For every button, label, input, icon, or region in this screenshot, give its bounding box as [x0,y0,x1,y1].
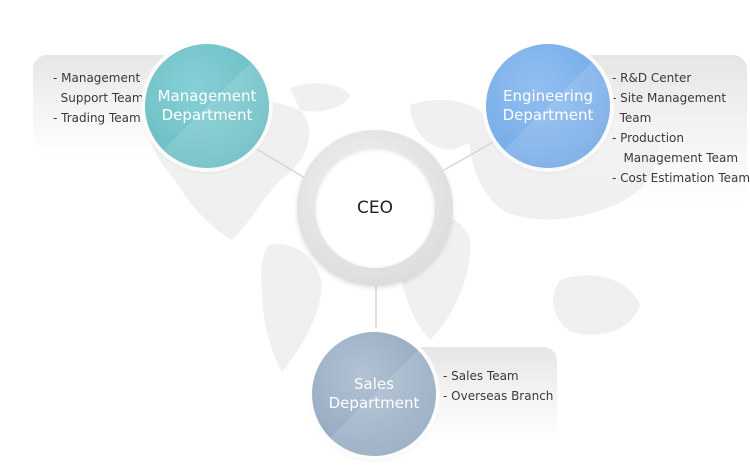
list-item: - Trading Team [53,111,141,125]
list-item: Management Team [612,151,739,165]
engineering-label-line2: Department [502,106,594,124]
list-item: - R&D Center [612,71,692,85]
management-label-line2: Department [161,106,253,124]
map-south-america [261,244,322,372]
list-item: - Production [612,131,684,145]
list-item: Team [612,111,652,125]
management-team-list: - Management Support Team - Trading Team [53,68,144,128]
engineering-department-node: Engineering Department [486,44,610,168]
engineering-label-line1: Engineering [503,87,593,105]
management-department-label: Management Department [158,87,257,125]
sales-department-node: Sales Department [312,332,436,456]
management-department-node: Management Department [145,44,269,168]
list-item: - Management [53,71,141,85]
list-item: - Site Management [612,91,727,105]
list-item: Support Team [53,91,144,105]
list-item: - Overseas Branch [443,389,554,403]
ceo-node: CEO [315,148,435,268]
ceo-label: CEO [357,198,393,218]
map-greenland [290,83,350,112]
sales-department-label: Sales Department [329,375,420,413]
list-item: - Cost Estimation Team [612,171,750,185]
list-item: - Sales Team [443,369,519,383]
map-australia [553,275,640,335]
sales-label-line2: Department [328,394,420,412]
engineering-department-label: Engineering Department [503,87,594,125]
engineering-team-list: - R&D Center - Site Management Team - Pr… [612,68,750,188]
sales-label-line1: Sales [354,375,394,393]
management-label-line1: Management [157,87,257,105]
sales-team-list: - Sales Team - Overseas Branch [443,366,553,406]
